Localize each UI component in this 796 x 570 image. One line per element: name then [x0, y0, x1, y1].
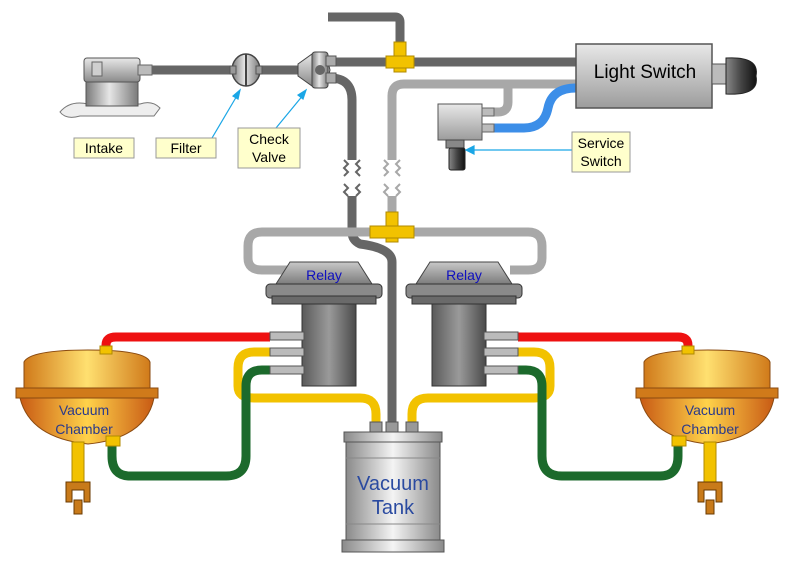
light-switch-knob-icon[interactable]: [725, 57, 757, 95]
vacuum-tank-label-1: Vacuum: [357, 473, 429, 495]
vacuum-tank: Vacuum Tank: [341, 421, 445, 553]
hose-green-left: [107, 365, 270, 481]
hose-relay-loop-left: [243, 227, 392, 275]
callout-service-switch: Service Switch: [571, 131, 631, 173]
service-switch[interactable]: [437, 103, 495, 171]
intake-label: Intake: [85, 140, 123, 156]
hose-break-marks: [340, 159, 410, 197]
service-switch-plunger-icon[interactable]: [448, 147, 466, 171]
hose-switch-to-service: [482, 84, 513, 117]
relay-left-label: Relay: [306, 267, 342, 283]
light-switch[interactable]: Light Switch: [575, 43, 757, 109]
clevis-left-icon: [65, 481, 91, 503]
hose-red-left: [101, 332, 270, 357]
callout-intake: Intake: [73, 137, 135, 159]
check-valve-label-1: Check: [249, 131, 290, 147]
vacuum-chamber-left: Vacuum Chamber: [15, 345, 159, 515]
hose-green-right: [518, 365, 683, 481]
check-valve-label-2: Valve: [252, 149, 286, 165]
filter: [229, 53, 263, 87]
relay-left: Relay: [265, 261, 383, 387]
tee-fitting-top: [385, 41, 415, 73]
vacuum-chamber-right: Vacuum Chamber: [635, 345, 779, 515]
vacuum-chamber-right-label-1: Vacuum: [685, 402, 735, 418]
callout-check-valve: Check Valve: [237, 127, 301, 169]
relay-right: Relay: [405, 261, 523, 387]
callout-filter: Filter: [155, 137, 217, 159]
callout-lines: [211, 88, 572, 155]
vacuum-chamber-left-label-2: Chamber: [55, 421, 113, 437]
hose-checkvalve-to-tank: [329, 73, 397, 422]
clevis-right-icon: [697, 481, 723, 503]
relay-right-label: Relay: [446, 267, 482, 283]
light-switch-label: Light Switch: [594, 62, 696, 83]
hose-switch-to-relays: [387, 79, 578, 232]
tee-fitting-relays: [369, 211, 415, 243]
hose-red-right: [518, 332, 693, 357]
hose-top-outgoing: [328, 12, 405, 48]
vacuum-tank-label-2: Tank: [372, 497, 415, 519]
filter-label: Filter: [170, 140, 201, 156]
hoses: [101, 12, 693, 481]
check-valve: [297, 51, 337, 89]
service-switch-label-2: Switch: [580, 153, 621, 169]
vacuum-chamber-left-label-1: Vacuum: [59, 402, 109, 418]
vacuum-chamber-right-label-2: Chamber: [681, 421, 739, 437]
hose-relay-loop-right: [392, 227, 547, 275]
service-switch-label-1: Service: [578, 135, 625, 151]
intake: [59, 57, 161, 118]
hose-blue: [484, 83, 577, 133]
